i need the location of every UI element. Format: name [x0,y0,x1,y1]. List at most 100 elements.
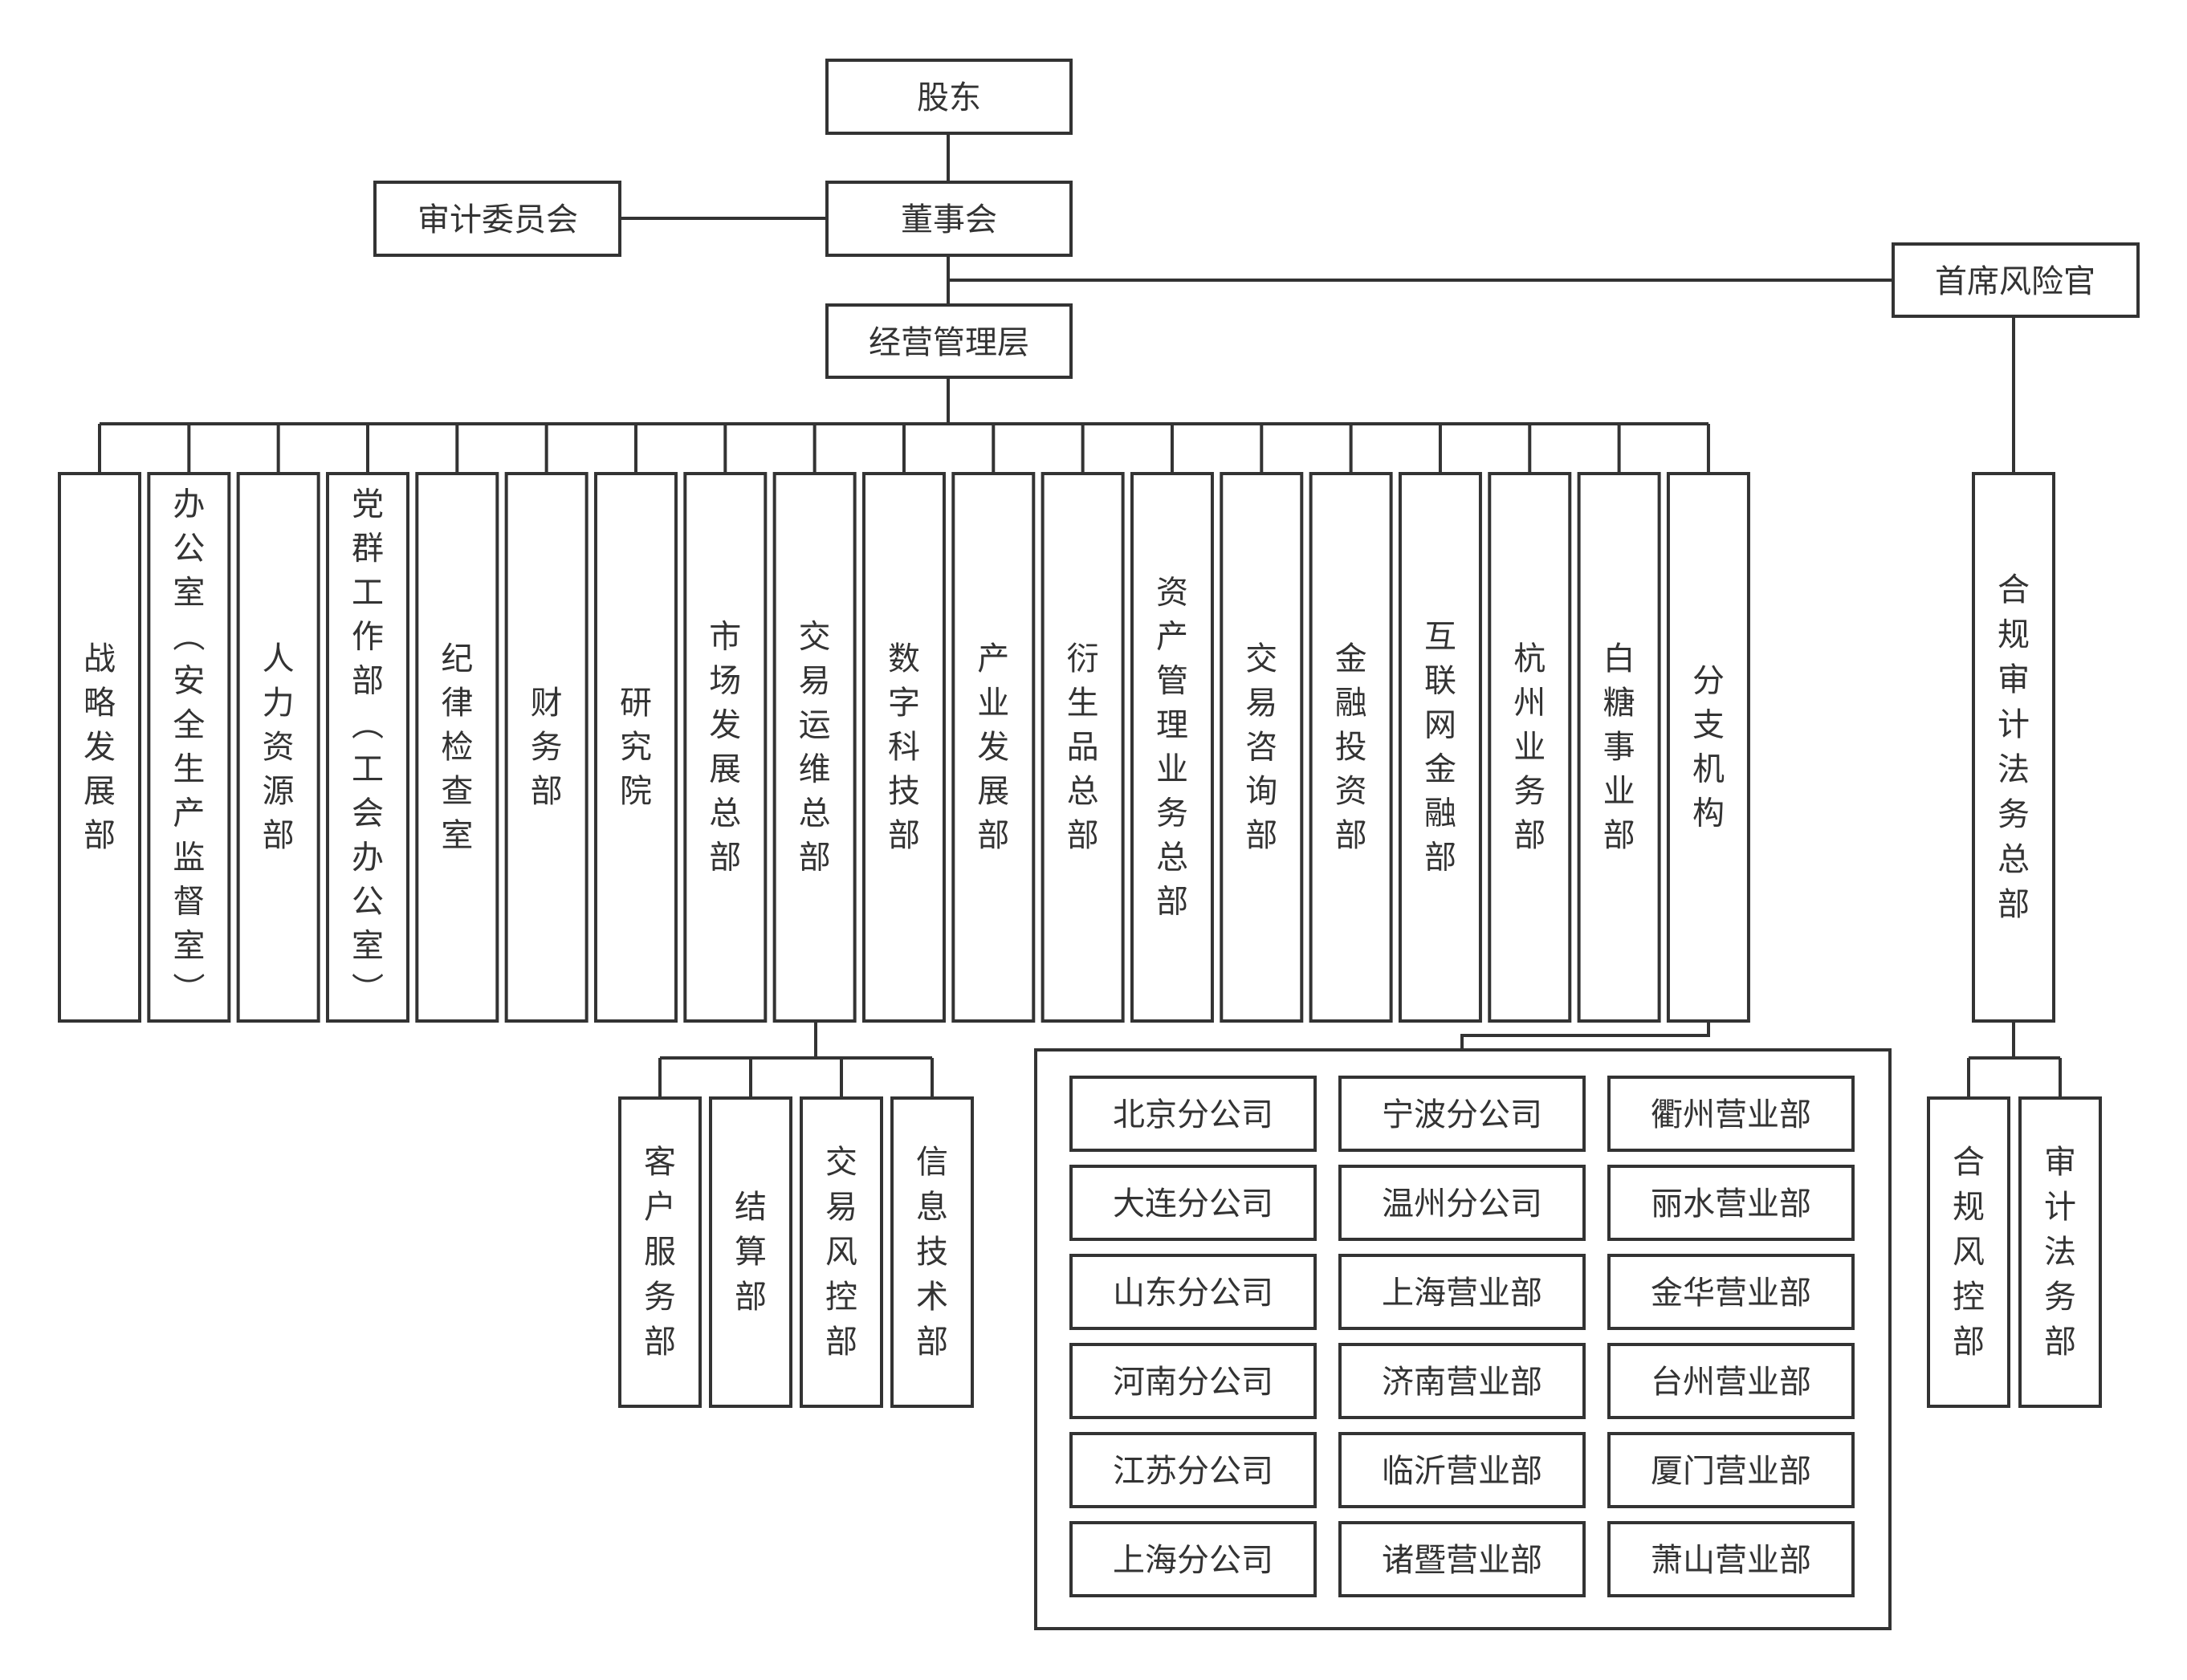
branch-cell: 萧山营业部 [1607,1521,1855,1597]
branch-cell: 宁波分公司 [1338,1076,1586,1152]
tradeops-drop-lines [658,1058,934,1098]
tradeops-sub-box: 信息技术部 [890,1096,974,1408]
department-box: 办公室︵安全生产监督室︶ [147,472,231,1023]
node-board-label: 董事会 [901,201,997,238]
node-audit-committee: 审计委员会 [373,181,621,257]
compliance-sub-boxes: 合规风控部 审计法务部 [1927,1096,2102,1408]
department-box-label: 分支机构 [1692,663,1725,832]
department-box: 衍生品总部 [1041,472,1125,1023]
compliance-sub-box: 合规风控部 [1927,1096,2010,1408]
department-drop-lines [98,424,1710,474]
department-box: 纪律检查室 [415,472,499,1023]
tradeops-sub-boxes: 客户服务部 结算部 交易风控部 信息技术部 [618,1096,974,1408]
connector-branch-frame [1460,1021,1710,1050]
tradeops-sub-box-label: 交易风控部 [825,1144,857,1361]
branch-cell-label: 河南分公司 [1113,1364,1273,1401]
branch-cell: 济南营业部 [1338,1343,1586,1419]
branch-cell-label: 丽水营业部 [1651,1186,1811,1222]
node-management: 经营管理层 [825,303,1073,379]
department-box-label: 金融投资部 [1335,641,1367,854]
branch-cell: 北京分公司 [1069,1076,1317,1152]
branch-cell-label: 台州营业部 [1651,1364,1811,1401]
tradeops-sub-box: 客户服务部 [618,1096,702,1408]
branch-cell: 江苏分公司 [1069,1432,1317,1508]
department-box: 人力资源部 [236,472,320,1023]
branch-cell: 丽水营业部 [1607,1165,1855,1241]
branch-cell: 上海营业部 [1338,1254,1586,1330]
branch-cell: 台州营业部 [1607,1343,1855,1419]
department-box: 财务部 [504,472,588,1023]
department-box-label: 战略发展部 [83,641,116,854]
branch-cell: 厦门营业部 [1607,1432,1855,1508]
tradeops-sub-box-label: 客户服务部 [644,1144,676,1361]
department-box-label: 互联网金融部 [1424,619,1456,877]
branch-cell: 温州分公司 [1338,1165,1586,1241]
branch-cell-label: 济南营业部 [1382,1364,1542,1401]
branch-cell: 衢州营业部 [1607,1076,1855,1152]
department-box: 资产管理业务总部 [1130,472,1214,1023]
branch-cell-label: 金华营业部 [1651,1275,1811,1312]
branch-cell: 诸暨营业部 [1338,1521,1586,1597]
node-management-label: 经营管理层 [869,324,1029,361]
branch-cell: 大连分公司 [1069,1165,1317,1241]
branch-cell-label: 北京分公司 [1113,1096,1273,1133]
tradeops-sub-box-label: 信息技术部 [916,1144,948,1361]
node-shareholders-label: 股东 [917,79,981,116]
department-box: 交易运维总部 [772,472,857,1023]
department-box-label: 市场发展总部 [709,619,741,877]
node-shareholders: 股东 [825,59,1073,135]
branch-cell-label: 上海营业部 [1382,1275,1542,1312]
branch-cell-label: 温州分公司 [1382,1186,1542,1222]
branch-cell-label: 江苏分公司 [1113,1453,1273,1490]
branch-cell-label: 山东分公司 [1113,1275,1273,1312]
tradeops-sub-box-label: 结算部 [735,1189,767,1316]
department-box-label: 交易运维总部 [799,619,831,877]
department-box-label: 办公室︵安全生产监督室︶ [173,486,205,1009]
department-box-label: 财务部 [531,685,563,810]
compliance-hq-box: 合规审计法务总部 [1972,472,2055,1023]
node-board: 董事会 [825,181,1073,257]
compliance-sub-box: 审计法务部 [2018,1096,2102,1408]
compliance-hq-box-label: 合规审计法务总部 [1998,572,2030,923]
node-compliance-hq: 合规审计法务总部 [1972,472,2055,1023]
department-box: 市场发展总部 [683,472,768,1023]
tradeops-sub-box: 交易风控部 [800,1096,883,1408]
connector-lines [98,133,2062,1098]
department-box: 数字科技部 [861,472,946,1023]
compliance-sub-box-label: 合规风控部 [1953,1144,1985,1361]
compliance-sub-box-label: 审计法务部 [2044,1144,2076,1361]
branch-cell-label: 厦门营业部 [1651,1453,1811,1490]
department-box-label: 产业发展部 [977,641,1009,854]
branch-cell-label: 临沂营业部 [1382,1453,1542,1490]
branch-cell-label: 诸暨营业部 [1382,1542,1542,1579]
department-box-label: 交易咨询部 [1245,641,1277,854]
department-box: 交易咨询部 [1220,472,1304,1023]
node-cro: 首席风险官 [1892,242,2140,318]
department-box: 白糖事业部 [1577,472,1661,1023]
branch-cell: 山东分公司 [1069,1254,1317,1330]
compliance-drop-lines [1967,1058,2062,1098]
department-box: 党群工作部︵工会办公室︶ [325,472,409,1023]
department-box-label: 杭州业务部 [1513,641,1546,854]
department-box-label: 党群工作部︵工会办公室︶ [352,486,384,1009]
department-box: 战略发展部 [58,472,141,1023]
department-box: 互联网金融部 [1398,472,1482,1023]
department-box: 金融投资部 [1309,472,1393,1023]
department-box-label: 资产管理业务总部 [1156,575,1188,921]
department-box: 研究院 [593,472,678,1023]
branch-frame [1034,1048,1892,1630]
department-box: 杭州业务部 [1488,472,1572,1023]
department-box-label: 白糖事业部 [1603,641,1635,854]
branch-cell-label: 宁波分公司 [1382,1096,1542,1133]
department-box-label: 研究院 [620,685,652,810]
branch-cell: 金华营业部 [1607,1254,1855,1330]
department-box-label: 数字科技部 [888,641,920,854]
node-cro-label: 首席风险官 [1935,263,2095,300]
branch-cell: 河南分公司 [1069,1343,1317,1419]
department-box: 分支机构 [1666,472,1750,1023]
department-box: 产业发展部 [951,472,1036,1023]
branch-cell-label: 衢州营业部 [1651,1096,1811,1133]
